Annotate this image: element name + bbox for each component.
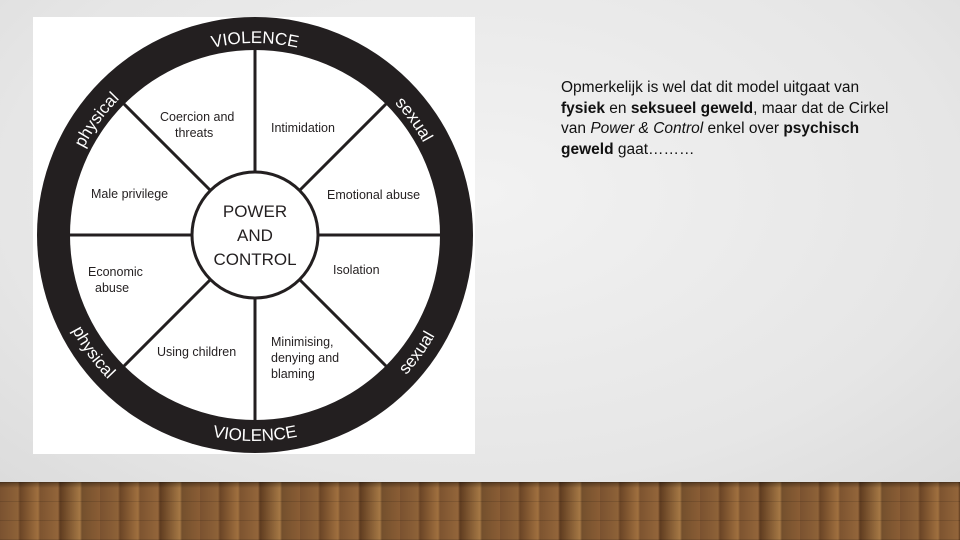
slide-body-text: Opmerkelijk is wel dat dit model uitgaat… xyxy=(561,78,901,160)
text-bold-seksueel-geweld: seksueel geweld xyxy=(630,99,754,117)
wooden-floor xyxy=(0,482,960,540)
text-italic-power-control: Power & Control xyxy=(590,120,704,137)
text-part-1: Opmerkelijk is wel dat dit model uitgaat… xyxy=(561,79,860,96)
segment-minimising-line-3: blaming xyxy=(271,367,315,381)
segment-minimising-line-2: denying and xyxy=(271,351,339,365)
segment-intimidation: Intimidation xyxy=(271,121,335,135)
segment-isolation: Isolation xyxy=(333,263,380,277)
segment-economic-line-2: abuse xyxy=(95,281,129,295)
rim-label-top: VIOLENCE xyxy=(209,28,300,52)
segment-economic-line-1: Economic xyxy=(88,265,143,279)
segment-emotional-abuse: Emotional abuse xyxy=(327,188,420,202)
hub-line-3: CONTROL xyxy=(213,250,296,269)
text-part-2: en xyxy=(604,99,631,117)
text-bold-psychisch-geweld: psychisch geweld xyxy=(561,120,860,158)
power-control-wheel-image: POWER AND CONTROL Intimidation Emotional… xyxy=(33,17,475,454)
rim-label-bottom: VIOLENCE xyxy=(212,422,299,445)
segment-coercion-line-1: Coercion and xyxy=(160,110,234,124)
segment-coercion-line-2: threats xyxy=(175,126,213,140)
spokes xyxy=(70,50,440,420)
text-part-4: enkel over xyxy=(703,120,784,137)
segment-using-children: Using children xyxy=(157,345,236,359)
text-bold-fysiek: fysiek xyxy=(561,99,605,117)
text-part-3: , maar dat de Cirkel van xyxy=(561,99,889,138)
segment-minimising-line-1: Minimising, xyxy=(271,335,334,349)
hub-line-1: POWER xyxy=(223,202,287,221)
hub-circle xyxy=(190,170,320,300)
hub-line-2: AND xyxy=(237,226,273,245)
segment-male-privilege: Male privilege xyxy=(91,187,168,201)
text-part-5: gaat……… xyxy=(613,140,695,158)
wheel-diagram: POWER AND CONTROL Intimidation Emotional… xyxy=(37,17,473,453)
